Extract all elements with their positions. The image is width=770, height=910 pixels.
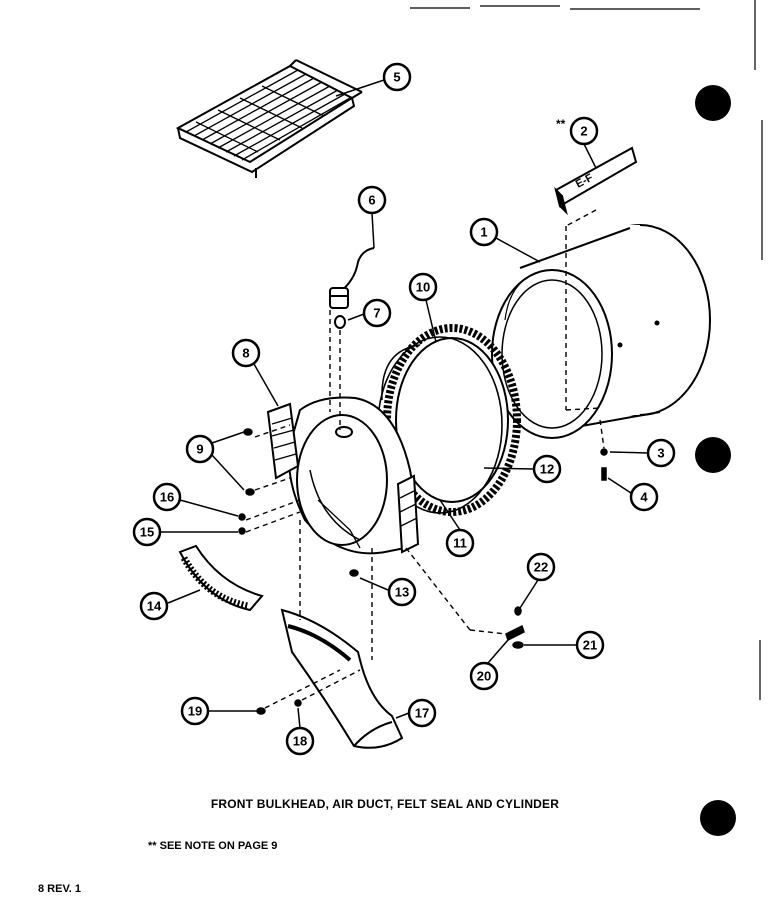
cylinder-hidden-lines: [565, 209, 601, 411]
part-felt-seal: [377, 324, 521, 516]
svg-text:21: 21: [583, 638, 597, 653]
callout-1: 1: [469, 217, 499, 247]
hardware-fasteners: [238, 428, 608, 715]
svg-text:14: 14: [147, 599, 162, 614]
svg-text:1: 1: [480, 225, 487, 240]
svg-text:3: 3: [657, 446, 664, 461]
svg-text:15: 15: [140, 525, 154, 540]
callout-2: ** 2: [556, 116, 599, 146]
callout-17: 17: [407, 698, 437, 728]
part-lamp-bulb: [334, 315, 346, 329]
svg-text:9: 9: [196, 442, 203, 457]
callout-21: 21: [575, 630, 605, 660]
part-lamp-socket: [329, 247, 375, 309]
scan-edge-noise: [410, 0, 763, 700]
callout-13: 13: [387, 577, 417, 607]
part-bulkhead-bracket-right: [396, 474, 420, 554]
callout-14: 14: [139, 591, 169, 621]
callout-18: 18: [285, 726, 315, 756]
callout-leader-lines: [160, 79, 649, 729]
svg-text:22: 22: [534, 560, 548, 575]
callout-8: 8: [231, 338, 261, 368]
callout-10: 10: [408, 272, 438, 302]
callout-11: 11: [445, 528, 475, 558]
binder-hole-middle: [695, 437, 731, 473]
svg-text:10: 10: [416, 280, 430, 295]
part-bulkhead-bracket-left: [266, 402, 300, 480]
svg-text:17: 17: [415, 706, 429, 721]
svg-text:16: 16: [160, 490, 174, 505]
svg-text:4: 4: [640, 490, 648, 505]
callout-6: 6: [357, 185, 387, 215]
callout-9: 9: [185, 434, 215, 464]
svg-text:2: 2: [580, 124, 587, 139]
part-cylinder: [491, 224, 711, 439]
callout-16-upper: 16: [152, 482, 182, 512]
binder-hole-bottom: [700, 800, 736, 836]
callout-7: 7: [362, 298, 392, 328]
svg-text:5: 5: [393, 70, 400, 85]
callout-5: 5: [382, 62, 412, 92]
callout-19: 19: [180, 696, 210, 726]
callout-15: 15: [132, 517, 162, 547]
diagram-caption: FRONT BULKHEAD, AIR DUCT, FELT SEAL AND …: [210, 797, 560, 811]
svg-text:18: 18: [293, 734, 307, 749]
svg-text:8: 8: [242, 346, 249, 361]
footnote: ** SEE NOTE ON PAGE 9: [148, 840, 278, 852]
callout-4: 4: [629, 482, 659, 512]
callout-20: 20: [469, 661, 499, 691]
svg-text:7: 7: [373, 306, 380, 321]
part-lint-filter-housing: [178, 544, 264, 612]
callout-12: 12: [532, 454, 562, 484]
svg-text:11: 11: [453, 536, 467, 551]
assembly-dashed-lines: [245, 310, 605, 709]
binder-hole-top: [695, 85, 731, 121]
svg-text:**: **: [556, 117, 566, 131]
part-lint-screen: [175, 59, 363, 178]
svg-text:19: 19: [188, 704, 202, 719]
callout-3: 3: [646, 438, 676, 468]
part-front-bulkhead: [288, 396, 415, 555]
svg-text:13: 13: [395, 585, 409, 600]
svg-text:20: 20: [477, 669, 491, 684]
svg-text:6: 6: [368, 193, 375, 208]
callout-22: 22: [526, 552, 556, 582]
part-label-tag: E-F: [554, 146, 638, 216]
page-number: 8 REV. 1: [38, 883, 82, 895]
svg-text:12: 12: [540, 462, 554, 477]
